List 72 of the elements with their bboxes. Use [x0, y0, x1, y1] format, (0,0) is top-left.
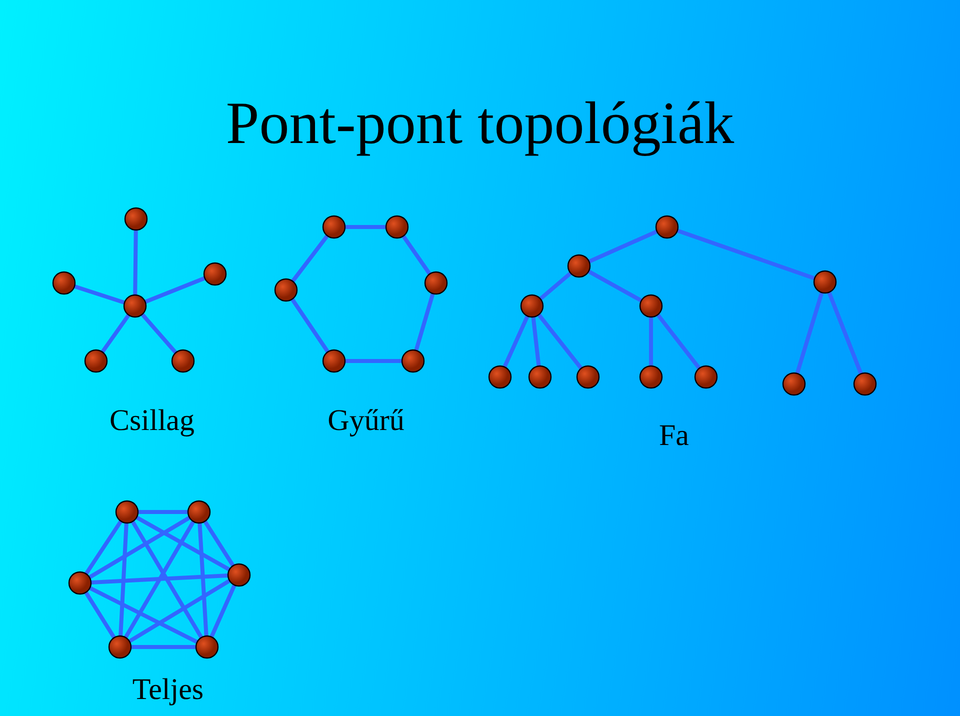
network-node	[68, 571, 92, 595]
connector-line	[130, 520, 204, 639]
connector-line	[827, 292, 863, 374]
network-node	[639, 294, 663, 318]
connector-line	[345, 359, 402, 363]
network-node	[694, 365, 718, 389]
network-node	[528, 365, 552, 389]
network-node	[385, 215, 409, 239]
network-node	[115, 500, 139, 524]
connector-line	[84, 520, 123, 575]
connector-line	[290, 298, 330, 353]
network-node	[782, 372, 806, 396]
network-node	[576, 365, 600, 389]
network-node	[322, 215, 346, 239]
connector-line	[84, 591, 116, 639]
network-node	[488, 365, 512, 389]
connector-line	[649, 317, 653, 366]
connector-line	[203, 520, 235, 567]
topology-label: Gyűrű	[326, 403, 406, 439]
network-node	[520, 294, 544, 318]
connector-line	[402, 234, 432, 276]
connector-line	[133, 230, 138, 296]
network-node	[123, 294, 147, 318]
network-node	[171, 349, 195, 373]
connector-line	[795, 292, 824, 374]
network-node	[203, 262, 227, 286]
network-node	[84, 349, 108, 373]
network-node	[639, 365, 663, 389]
connector-line	[88, 586, 198, 644]
title: Pont-pont topológiák	[224, 89, 736, 158]
network-node	[401, 349, 425, 373]
connector-line	[210, 584, 236, 638]
connector-line	[502, 315, 530, 368]
connector-line	[531, 316, 541, 366]
connector-line	[537, 313, 583, 370]
network-node	[52, 271, 76, 295]
connector-line	[144, 276, 206, 304]
network-node	[322, 349, 346, 373]
connector-line	[140, 312, 178, 354]
connector-line	[136, 516, 230, 572]
connector-line	[345, 225, 386, 229]
network-node	[567, 254, 591, 278]
network-node	[187, 500, 211, 524]
connector-line	[88, 516, 191, 580]
connector-line	[588, 270, 642, 302]
network-node	[853, 372, 877, 396]
connector-line	[138, 510, 188, 514]
topology-label: Fa	[658, 418, 690, 454]
connector-line	[676, 228, 816, 280]
connector-line	[118, 522, 128, 636]
connector-line	[128, 578, 231, 644]
connector-line	[539, 272, 572, 300]
network-node	[195, 635, 219, 659]
network-node	[655, 215, 679, 239]
connector-line	[291, 234, 329, 282]
connector-line	[414, 292, 435, 352]
connector-line	[588, 230, 658, 264]
connector-line	[74, 284, 126, 305]
network-node	[813, 270, 837, 294]
network-node	[108, 635, 132, 659]
connector-line	[656, 313, 701, 370]
network-node	[227, 563, 251, 587]
network-node	[124, 207, 148, 231]
connector-line	[198, 522, 208, 636]
network-node	[274, 278, 298, 302]
connector-line	[90, 574, 228, 584]
connector-line	[124, 520, 196, 639]
network-node	[424, 271, 448, 295]
topology-label: Teljes	[131, 672, 205, 708]
connector-line	[100, 314, 130, 354]
connector-line	[131, 645, 196, 649]
topology-label: Csillag	[108, 403, 196, 439]
